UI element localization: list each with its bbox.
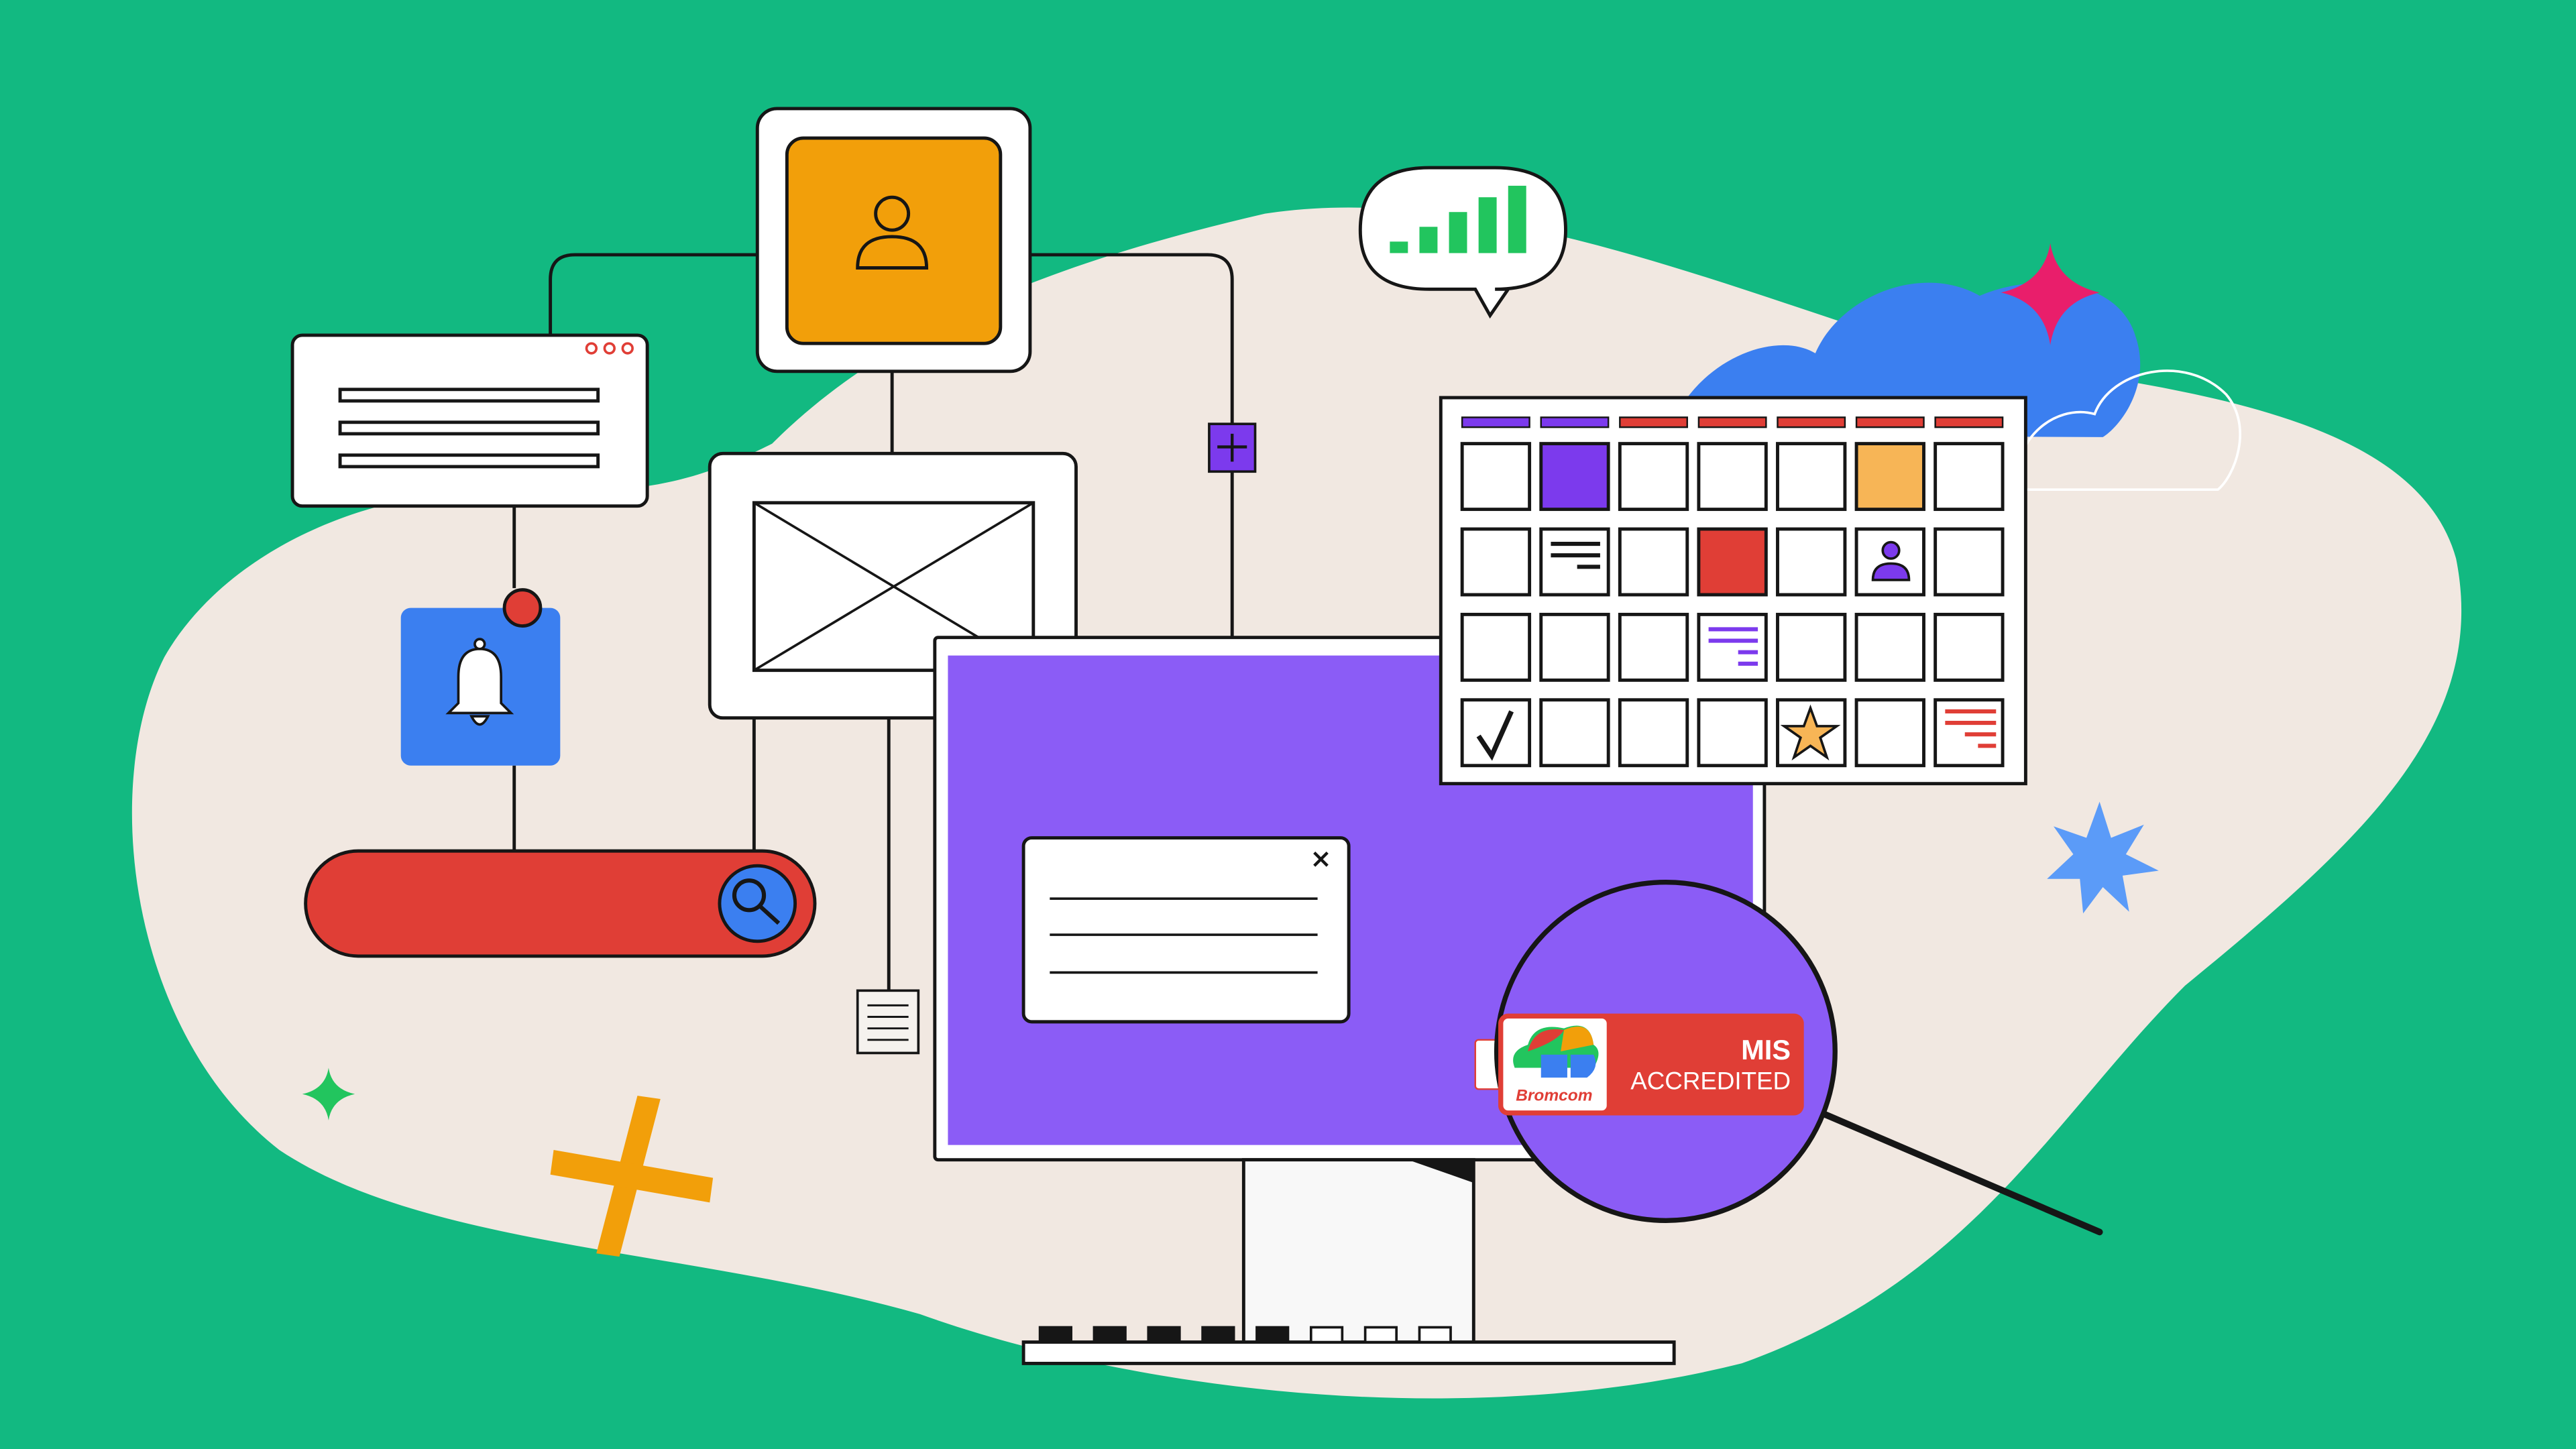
starburst-icon (2047, 801, 2159, 914)
user-icon (1871, 540, 1911, 581)
browser-window (290, 333, 649, 508)
notification-dot (502, 588, 543, 628)
sparkle-icon (2001, 243, 2100, 345)
badge-line1: MIS (1741, 1034, 1791, 1065)
dialog-popup[interactable] (1021, 836, 1351, 1024)
window-dot (621, 342, 634, 355)
cross-shape (550, 1096, 714, 1257)
signal-bars-icon (1390, 186, 1526, 253)
window-dot (585, 342, 598, 355)
close-icon[interactable] (1313, 852, 1329, 867)
star-icon (1780, 704, 1841, 761)
cloud-logo (1513, 1025, 1599, 1078)
sparkle-icon (302, 1067, 355, 1120)
document-icon (856, 989, 920, 1055)
connector-lines (512, 253, 1234, 991)
badge-line2: ACCREDITED (1630, 1067, 1791, 1094)
plus-icon[interactable] (1208, 422, 1257, 473)
speech-bubble (1358, 166, 1567, 319)
calendar-header (1461, 416, 2004, 428)
search-icon (732, 878, 781, 925)
user-card (755, 107, 1032, 373)
text-lines-icon (1708, 627, 1758, 666)
keyboard-keys (1038, 1326, 1452, 1344)
bell-notification[interactable] (400, 588, 561, 766)
badge-brand: Bromcom (1516, 1086, 1592, 1104)
calendar (1439, 396, 2027, 786)
user-icon (856, 195, 929, 270)
text-lines-icon (1551, 541, 1600, 569)
keyboard (1021, 1340, 1676, 1365)
bell-icon (445, 638, 514, 726)
accreditation-badge: Bromcom MIS ACCREDITED (1498, 1013, 1804, 1116)
search-button[interactable] (718, 864, 797, 943)
search-bar[interactable] (304, 849, 817, 958)
window-dot (603, 342, 616, 355)
check-icon (1476, 710, 1514, 761)
monitor-stand (1241, 1158, 1475, 1346)
text-lines-icon (1945, 709, 1997, 748)
